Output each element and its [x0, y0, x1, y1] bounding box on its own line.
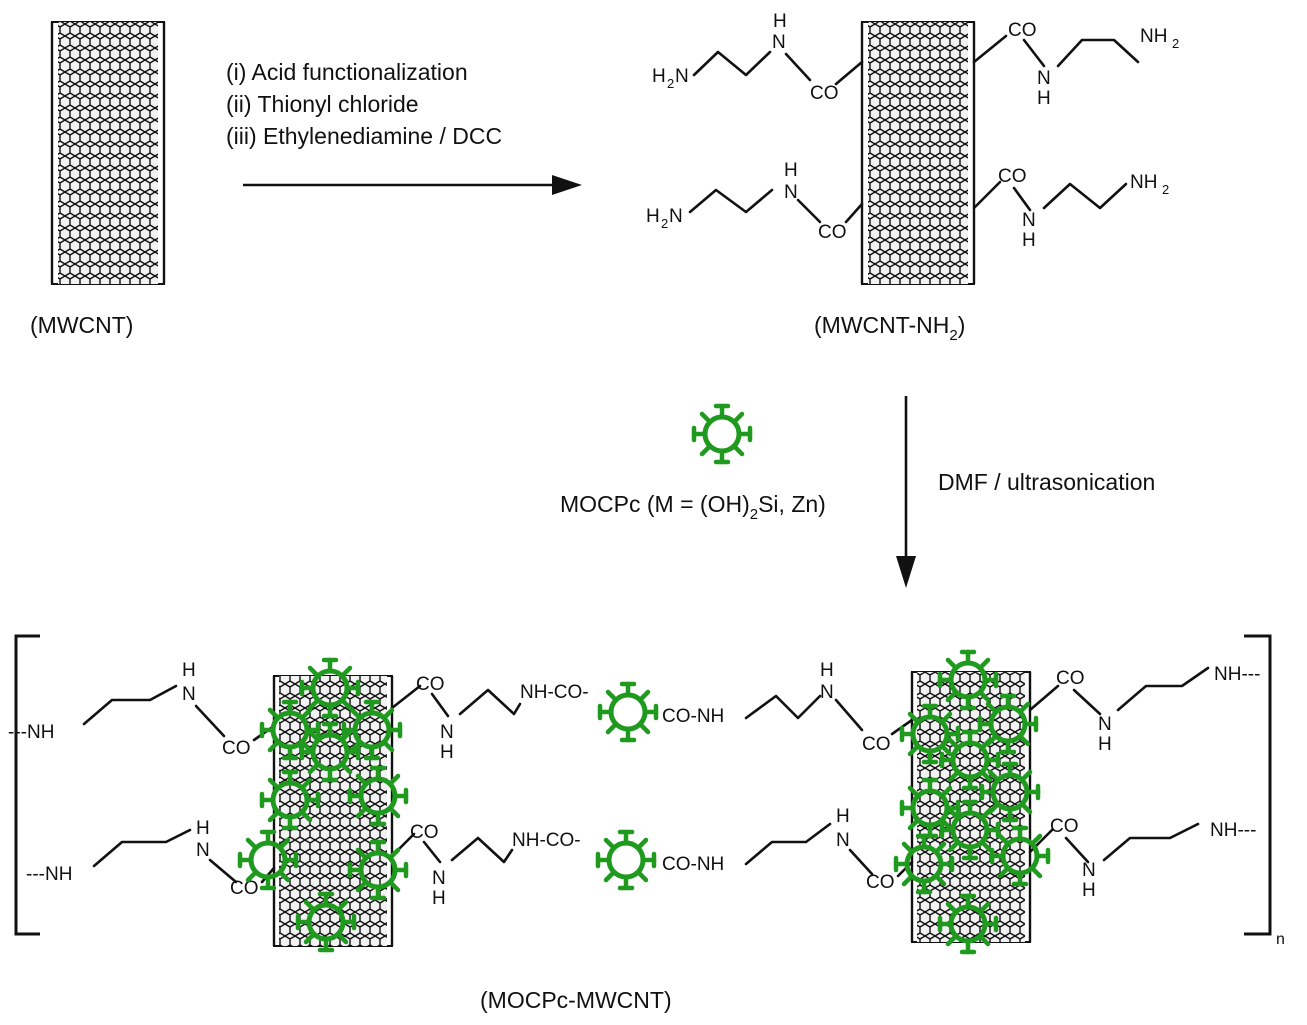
amine-arm-top-left: H 2 N H N CO	[652, 11, 864, 104]
svg-text:CO: CO	[862, 734, 891, 755]
svg-text:N: N	[675, 66, 689, 87]
svg-text:CO: CO	[230, 878, 259, 899]
svg-text:NH---: NH---	[1210, 820, 1256, 841]
polymer-chain-row-1: ---NH H N CO CO N H NH-CO- CO-NH H N CO …	[8, 660, 1260, 763]
svg-text:N: N	[772, 32, 786, 53]
svg-text:NH---: NH---	[1214, 664, 1260, 685]
svg-text:H: H	[652, 66, 666, 87]
svg-text:H: H	[1022, 230, 1036, 251]
svg-text:N: N	[669, 206, 683, 227]
amine-arm-bottom-right: CO N H NH 2	[972, 166, 1169, 251]
svg-text:N: N	[836, 830, 850, 851]
left-bracket	[14, 634, 40, 936]
svg-text:(MWCNT-NH2): (MWCNT-NH2)	[814, 312, 965, 344]
svg-text:2: 2	[661, 216, 668, 231]
mocpc-label: MOCPc (M = (OH)2Si, Zn)	[560, 491, 826, 523]
svg-text:N: N	[432, 868, 446, 889]
svg-text:CO: CO	[1008, 20, 1037, 41]
svg-text:NH-CO-: NH-CO-	[520, 682, 589, 703]
svg-text:H: H	[196, 818, 210, 839]
svg-text:CO: CO	[818, 222, 847, 243]
svg-text:H: H	[773, 11, 787, 32]
svg-text:H: H	[182, 660, 196, 681]
svg-text:N: N	[440, 722, 454, 743]
mwcnt-label: (MWCNT)	[30, 312, 133, 338]
svg-text:2: 2	[667, 76, 674, 91]
step-1-text: (i) Acid functionalization	[226, 59, 468, 85]
amine-arm-top-right: CO N H NH 2	[972, 20, 1179, 109]
nanotube-icon	[860, 21, 976, 285]
svg-text:NH: NH	[1130, 172, 1157, 193]
svg-text:---NH: ---NH	[26, 864, 72, 885]
svg-text:CO-NH: CO-NH	[662, 706, 724, 727]
svg-text:CO: CO	[416, 674, 445, 695]
phthalocyanine-icon	[694, 406, 750, 462]
conditions-text: DMF / ultrasonication	[938, 469, 1155, 495]
svg-text:N: N	[182, 684, 196, 705]
polymer-chain-row-2: ---NH H N CO CO N H NH-CO- CO-NH H N CO …	[26, 806, 1256, 909]
svg-text:N: N	[1037, 68, 1051, 89]
nanotube-icon	[50, 21, 166, 285]
svg-text:N: N	[1022, 210, 1036, 231]
svg-text:CO: CO	[1050, 816, 1079, 837]
svg-text:CO: CO	[410, 822, 439, 843]
svg-text:CO: CO	[998, 166, 1027, 187]
svg-text:N: N	[784, 182, 798, 203]
svg-text:2: 2	[1172, 36, 1179, 51]
reaction-arrow-right	[243, 175, 582, 195]
svg-text:---NH: ---NH	[8, 722, 54, 743]
svg-text:N: N	[820, 682, 834, 703]
svg-text:NH-CO-: NH-CO-	[512, 830, 581, 851]
svg-text:H: H	[432, 888, 446, 909]
svg-text:H: H	[440, 742, 454, 763]
step-3-text: (iii) Ethylenediamine / DCC	[226, 123, 502, 149]
amine-arm-bottom-left: H 2 N H N CO	[646, 160, 864, 243]
svg-text:H: H	[836, 806, 850, 827]
svg-text:N: N	[1098, 714, 1112, 735]
svg-text:MOCPc (M = (OH)2Si, Zn): MOCPc (M = (OH)2Si, Zn)	[560, 491, 826, 523]
svg-text:NH: NH	[1140, 26, 1167, 47]
svg-text:H: H	[646, 206, 660, 227]
repeat-subscript: n	[1276, 931, 1285, 948]
svg-text:N: N	[1082, 860, 1096, 881]
reaction-arrow-down	[896, 396, 916, 588]
svg-text:CO-NH: CO-NH	[662, 854, 724, 875]
step-2-text: (ii) Thionyl chloride	[226, 91, 419, 117]
product-label: (MOCPc-MWCNT)	[480, 987, 672, 1013]
svg-text:H: H	[1098, 734, 1112, 755]
svg-text:H: H	[784, 160, 798, 181]
svg-text:CO: CO	[1056, 668, 1085, 689]
svg-text:H: H	[1037, 88, 1051, 109]
svg-text:H: H	[1082, 880, 1096, 901]
svg-text:CO: CO	[222, 738, 251, 759]
svg-text:N: N	[196, 840, 210, 861]
svg-text:CO: CO	[810, 83, 839, 104]
svg-text:CO: CO	[866, 872, 895, 893]
right-bracket	[1244, 634, 1272, 936]
svg-text:H: H	[820, 660, 834, 681]
phthalocyanine-icon	[600, 684, 656, 740]
phthalocyanine-icon	[598, 832, 654, 888]
mwcnt-nh2-label: (MWCNT-NH2)	[814, 312, 965, 344]
svg-text:2: 2	[1162, 182, 1169, 197]
